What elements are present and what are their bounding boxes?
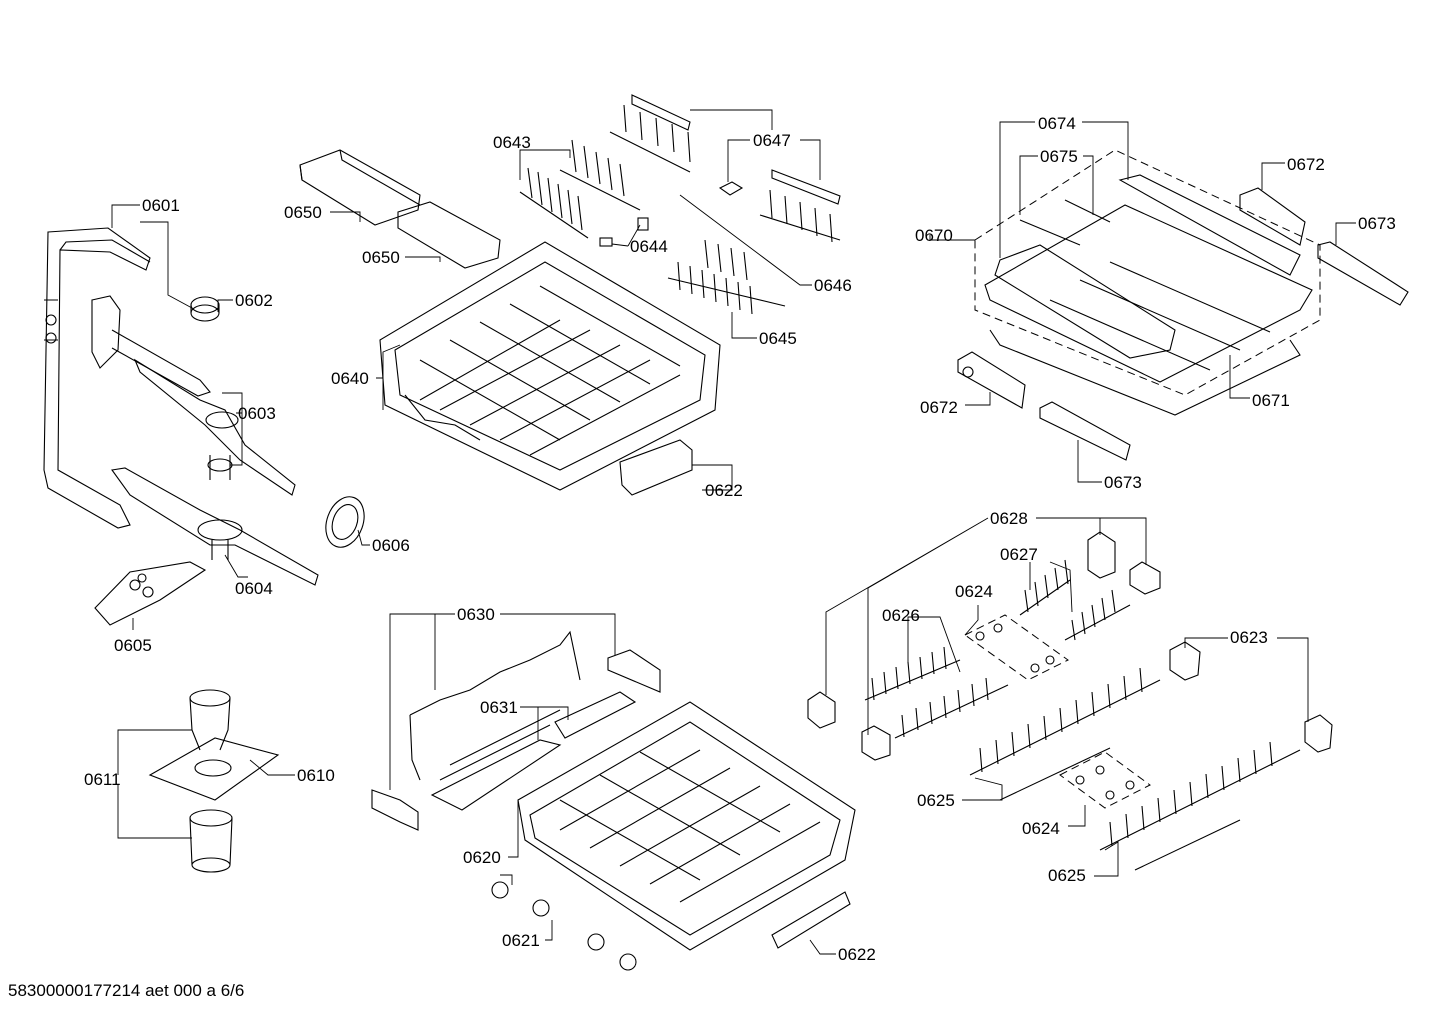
callout-0670: 0670 <box>915 226 953 245</box>
part-0626-tine-row <box>864 646 1009 739</box>
callout-0626: 0626 <box>882 606 920 625</box>
callout-0644: 0644 <box>630 237 668 256</box>
part-0672-side-a <box>1239 187 1306 246</box>
callout-0650-lower: 0650 <box>362 248 400 267</box>
callout-0624-lower: 0624 <box>1022 819 1060 838</box>
callout-0640: 0640 <box>331 369 369 388</box>
part-0645-tine-row <box>667 239 786 315</box>
part-0624-clips-a <box>964 614 1069 681</box>
callout-0620: 0620 <box>463 848 501 867</box>
callout-0627: 0627 <box>1000 545 1038 564</box>
part-0622-handle-upper <box>619 439 693 496</box>
callout-0671: 0671 <box>1252 391 1290 410</box>
callout-0673-lower: 0673 <box>1104 473 1142 492</box>
callout-0625-upper: 0625 <box>917 791 955 810</box>
part-0624-clips-b <box>1059 751 1151 809</box>
callout-0625-lower: 0625 <box>1048 866 1086 885</box>
part-0647-tine-row-b <box>759 169 841 243</box>
callout-0647: 0647 <box>753 131 791 150</box>
callout-0646: 0646 <box>814 276 852 295</box>
callout-0603: 0603 <box>238 404 276 423</box>
callout-0673-upper: 0673 <box>1358 214 1396 233</box>
callout-0624-upper: 0624 <box>955 582 993 601</box>
part-0603-spray-arm-upper <box>91 295 296 496</box>
callout-0643: 0643 <box>493 133 531 152</box>
document-id-footer: 58300000177214 aet 000 a 6/6 <box>8 981 245 1000</box>
part-0622-handle-lower <box>771 891 851 949</box>
callout-0611: 0611 <box>84 770 121 789</box>
part-0625-tine-row-b <box>1099 741 1301 871</box>
callout-0645: 0645 <box>759 329 797 348</box>
part-0606-disc <box>325 496 365 548</box>
part-0625-tine-row-a <box>969 667 1161 801</box>
part-0627-tine-row <box>1019 559 1131 641</box>
part-0602-nut <box>190 296 220 322</box>
callout-0601: 0601 <box>142 196 180 215</box>
callout-0605: 0605 <box>114 636 152 655</box>
callout-0650-upper: 0650 <box>284 203 322 222</box>
callout-0675: 0675 <box>1040 147 1078 166</box>
callout-0622-lower: 0622 <box>838 945 876 964</box>
callout-0623: 0623 <box>1230 628 1268 647</box>
part-0601-spray-tube <box>43 227 151 529</box>
callout-0672-upper: 0672 <box>1287 155 1325 174</box>
part-0650-cup-rack-b <box>397 201 501 269</box>
part-0604-spray-arm-lower <box>111 467 319 586</box>
part-0673-side-a <box>1317 241 1409 306</box>
part-0650-cup-rack-a <box>299 149 421 226</box>
part-0631-folding-tines <box>430 691 637 811</box>
part-0672-side-b <box>957 351 1026 409</box>
part-0610-filter-combination <box>148 689 280 873</box>
callout-0602: 0602 <box>235 291 273 310</box>
part-clip-0647 <box>718 181 744 196</box>
part-0605-sieve <box>94 561 207 626</box>
part-0640-upper-basket <box>379 241 721 491</box>
callout-0606: 0606 <box>372 536 410 555</box>
part-0673-side-b <box>1039 401 1131 461</box>
part-0644-clip <box>599 217 649 247</box>
callout-0628: 0628 <box>990 509 1028 528</box>
callout-0622-upper: 0622 <box>705 481 743 500</box>
leader-lines <box>111 109 1356 955</box>
callout-labels: 0601 0602 0603 0604 0605 0606 0610 0611 … <box>84 114 1396 964</box>
part-0621-wheels <box>491 881 637 971</box>
callout-0604: 0604 <box>235 579 273 598</box>
part-0647-tine-row <box>609 94 691 173</box>
part-0620-lower-basket <box>517 701 856 951</box>
callout-0630: 0630 <box>457 605 495 624</box>
part-0630-rail <box>371 630 661 831</box>
part-0670-cutlery-drawer <box>974 149 1321 416</box>
callout-0631: 0631 <box>480 698 518 717</box>
callout-0610: 0610 <box>297 766 335 785</box>
callout-0672-lower: 0672 <box>920 398 958 417</box>
part-0628-brackets <box>807 531 1161 761</box>
callout-0674: 0674 <box>1038 114 1076 133</box>
part-0643-tine-row <box>519 139 641 239</box>
callout-0621: 0621 <box>502 931 540 950</box>
